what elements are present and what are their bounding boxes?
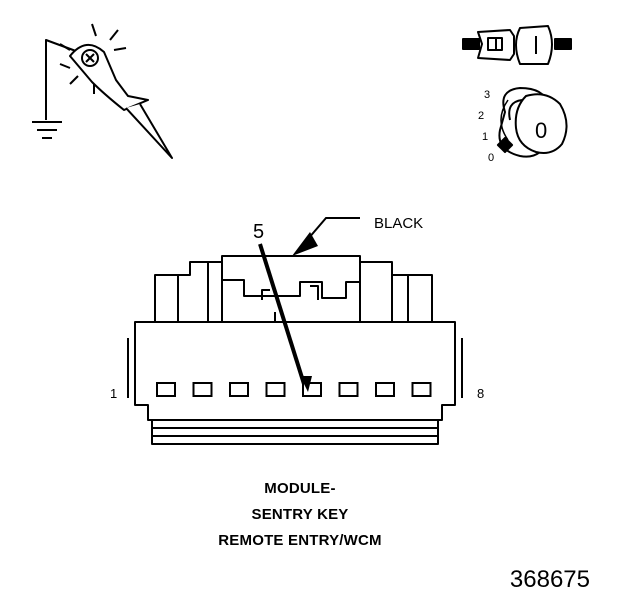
ignition-position-3: 3 bbox=[484, 89, 490, 101]
figure-number: 368675 bbox=[509, 566, 590, 593]
ignition-position-1: 1 bbox=[482, 131, 488, 143]
caption-line-2: SENTRY KEY bbox=[251, 506, 349, 523]
connector-disconnected-icon bbox=[462, 25, 572, 65]
ignition-position-2: 2 bbox=[478, 110, 484, 122]
pin-cavity-1 bbox=[156, 382, 176, 397]
pin-cavity-3 bbox=[229, 382, 249, 397]
caption-line-3: REMOTE ENTRY/WCM bbox=[218, 532, 382, 549]
pin-start-label: 1 bbox=[110, 386, 117, 401]
caption-line-1: MODULE- bbox=[264, 480, 336, 497]
pin-callout-number: 5 bbox=[253, 221, 264, 243]
ignition-key-label: 0 bbox=[535, 118, 547, 143]
pin-cavity-2 bbox=[192, 382, 213, 397]
ignition-position-0: 0 bbox=[488, 152, 494, 164]
pin-cavity-8 bbox=[411, 382, 432, 397]
pin-cavity-4 bbox=[265, 382, 286, 397]
test-probe-icon bbox=[45, 23, 173, 159]
ignition-switch-icon bbox=[496, 87, 568, 158]
pin-row bbox=[156, 382, 432, 397]
pin-end-label: 8 bbox=[477, 386, 484, 401]
pin-cavity-7 bbox=[375, 382, 395, 397]
pin-cavity-6 bbox=[338, 382, 359, 397]
pin-callout-pointer bbox=[258, 243, 312, 392]
wire-color-label: BLACK bbox=[374, 215, 423, 232]
ground-symbol-icon bbox=[32, 121, 62, 139]
wire-color-pointer bbox=[292, 217, 360, 256]
